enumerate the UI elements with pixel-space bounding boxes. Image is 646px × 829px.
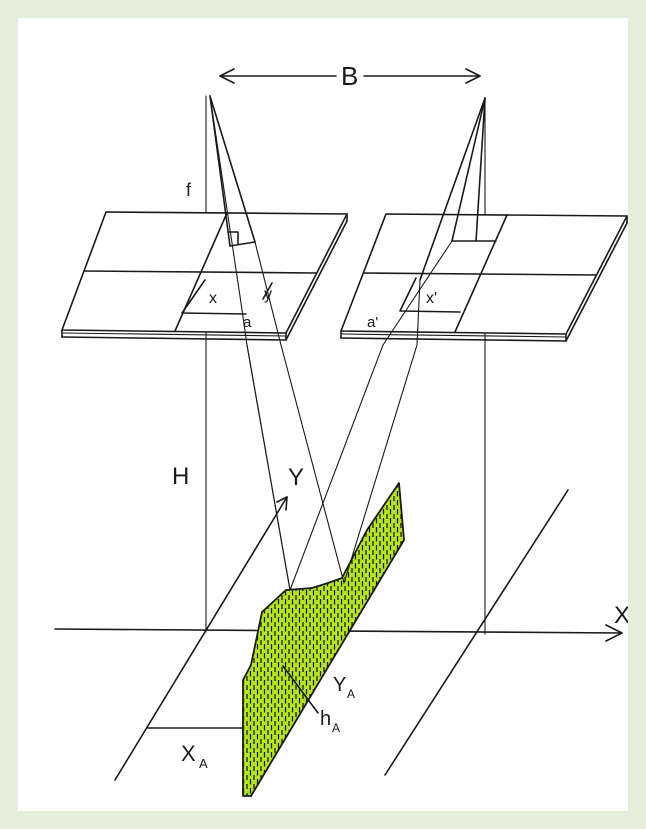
ground-right-parallel-line: [384, 489, 569, 776]
label-ground-y-sub: A: [347, 687, 355, 701]
label-ground-x-sub: A: [199, 756, 208, 771]
label-photo-point-a: a: [243, 314, 252, 331]
left-rays: [246, 344, 345, 591]
left-camera-cone: [209, 95, 282, 346]
label-ground-xa: X A: [181, 741, 208, 771]
label-photo-y: y: [264, 286, 272, 303]
diagram-canvas: B f H x y a x' a' Y X X A Y A h A: [18, 18, 628, 811]
label-photo-point-a-prime: a': [367, 314, 378, 331]
label-axis-x: X: [614, 602, 628, 629]
label-ground-ya: Y A: [333, 674, 355, 701]
right-rays: [289, 344, 418, 591]
label-ground-y: Y: [333, 674, 346, 696]
terrain-surface: [242, 482, 405, 797]
right-photo-plate: [340, 213, 628, 342]
left-photo-plate: [61, 211, 348, 341]
label-focal-length: f: [186, 180, 192, 200]
right-camera-cone: [382, 97, 497, 346]
ground-y-axis: [114, 496, 288, 781]
label-axis-y: Y: [288, 464, 304, 491]
stereo-photogrammetry-diagram: B f H x y a x' a' Y X X A Y A h A: [54, 61, 628, 797]
label-height-ha: h A: [320, 708, 340, 735]
height-leader-line: [282, 665, 319, 714]
baseline-arrow: [219, 68, 481, 84]
label-height-sub: A: [332, 721, 340, 735]
label-photo-x-prime: x': [426, 290, 437, 307]
label-baseline: B: [341, 61, 358, 91]
label-ground-x: X: [181, 741, 196, 766]
label-flying-height: H: [172, 463, 189, 490]
label-photo-x: x: [209, 290, 217, 307]
label-height: h: [320, 708, 331, 730]
